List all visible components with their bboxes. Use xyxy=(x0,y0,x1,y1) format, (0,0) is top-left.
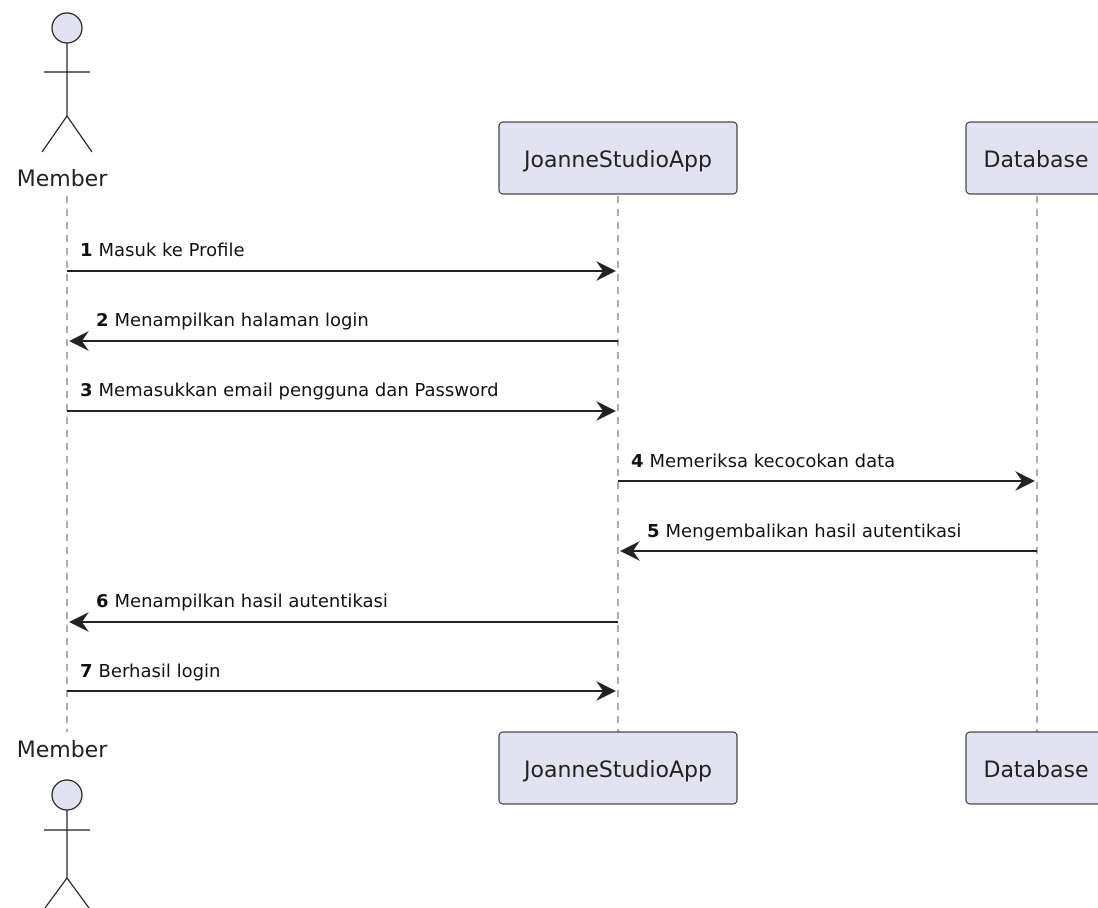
message-3-label: 3 Memasukkan email pengguna dan Password xyxy=(80,380,499,401)
actor-leg-left xyxy=(41,115,68,153)
message-7-label: 7 Berhasil login xyxy=(80,661,220,682)
message-4-label: 4 Memeriksa kecocokan data xyxy=(631,451,895,472)
actor-member-bottom: Member xyxy=(17,738,108,908)
message-6-number: 6 xyxy=(96,591,109,612)
message-1: 1 Masuk ke Profile xyxy=(67,240,616,281)
message-3-number: 3 xyxy=(80,380,93,401)
participant-db-bottom: Database xyxy=(965,731,1098,805)
message-5-arrowhead xyxy=(620,541,640,561)
message-3: 3 Memasukkan email pengguna dan Password xyxy=(67,380,616,421)
message-6-label: 6 Menampilkan hasil autentikasi xyxy=(96,591,388,612)
participant-db-bottom-box xyxy=(965,731,1098,805)
message-1-arrowhead xyxy=(596,261,616,281)
participant-app-top-label: JoanneStudioApp xyxy=(522,148,712,173)
participant-app-top-box xyxy=(498,121,738,195)
message-3-text: Memasukkan email pengguna dan Password xyxy=(99,380,499,401)
message-4-arrowhead xyxy=(1015,471,1035,491)
message-1-number: 1 xyxy=(80,240,93,261)
message-2-label: 2 Menampilkan halaman login xyxy=(96,310,369,331)
participant-app-top: JoanneStudioApp xyxy=(498,121,738,195)
participant-db-top: Database xyxy=(965,121,1098,195)
message-4-text: Memeriksa kecocokan data xyxy=(650,451,896,472)
message-6-arrowhead xyxy=(69,612,89,632)
message-5: 5 Mengembalikan hasil autentikasi xyxy=(620,521,1037,561)
actor-member-bottom-label: Member xyxy=(17,738,108,763)
message-7-number: 7 xyxy=(80,661,93,682)
actor-member-top-label: Member xyxy=(17,167,108,192)
message-2-text: Menampilkan halaman login xyxy=(115,310,369,331)
participant-db-top-box xyxy=(965,121,1098,195)
actor-leg-right xyxy=(66,877,90,908)
message-4: 4 Memeriksa kecocokan data xyxy=(618,451,1035,491)
participant-db-top-label: Database xyxy=(984,148,1089,173)
message-5-text: Mengembalikan hasil autentikasi xyxy=(666,521,962,542)
message-5-number: 5 xyxy=(647,521,660,542)
participant-app-bottom-box xyxy=(498,731,738,805)
message-6: 6 Menampilkan hasil autentikasi xyxy=(69,591,618,632)
message-2-number: 2 xyxy=(96,310,109,331)
actor-leg-left xyxy=(44,877,68,908)
actor-head xyxy=(51,12,83,44)
actor-leg-right xyxy=(66,115,93,153)
participant-app-bottom-label: JoanneStudioApp xyxy=(522,758,712,783)
message-7: 7 Berhasil login xyxy=(67,661,616,701)
message-7-arrowhead xyxy=(596,681,616,701)
message-1-label: 1 Masuk ke Profile xyxy=(80,240,245,261)
message-6-text: Menampilkan hasil autentikasi xyxy=(115,591,388,612)
message-2: 2 Menampilkan halaman login xyxy=(69,310,618,351)
message-7-text: Berhasil login xyxy=(99,661,221,682)
actor-head xyxy=(51,779,83,811)
message-3-arrowhead xyxy=(596,401,616,421)
message-5-label: 5 Mengembalikan hasil autentikasi xyxy=(647,521,961,542)
message-1-text: Masuk ke Profile xyxy=(99,240,245,261)
message-2-arrowhead xyxy=(69,331,89,351)
participant-app-bottom: JoanneStudioApp xyxy=(498,731,738,805)
participant-db-bottom-label: Database xyxy=(984,758,1089,783)
actor-member-top: Member xyxy=(17,12,108,192)
message-4-number: 4 xyxy=(631,451,644,472)
